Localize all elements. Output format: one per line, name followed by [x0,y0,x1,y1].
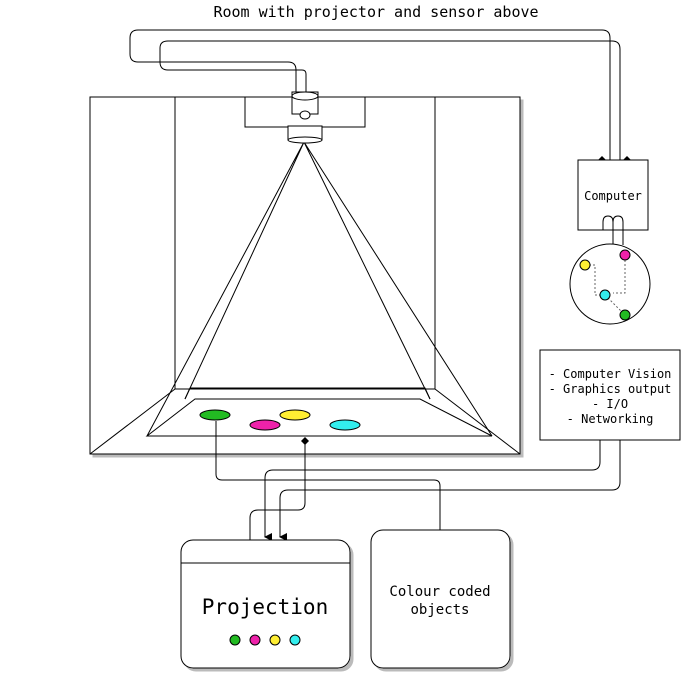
objects-feed-line [215,421,441,530]
computer-output-line-1 [264,440,601,541]
function-item: - Graphics output [549,382,672,396]
vision-dot-magenta [619,249,631,261]
computer-cable-b [612,215,624,245]
room-edge-right [434,388,521,455]
vision-link-2 [613,256,626,294]
function-item: - Computer Vision [549,367,672,381]
function-item: - Networking [567,412,654,426]
computer-box [577,159,649,231]
diagram-title: Room with projector and sensor above [213,3,538,21]
projection-dot-yellow [269,634,281,646]
computer-output-line-2 [279,440,621,541]
projector [287,125,323,144]
floor-object-green [199,409,231,421]
projector-cable [159,40,621,160]
projection-label: Projection [202,595,328,619]
room-outline [89,96,521,455]
objects-label-line2: objects [410,602,469,618]
objects-label-line1: Colour coded [389,584,490,600]
computer-label: Computer [584,189,642,203]
vision-dot-green [619,309,631,321]
floor-object-cyan [329,419,361,431]
projection-dot-magenta [249,634,261,646]
floor-object-magenta [249,419,281,431]
floor-object-yellow [279,409,311,421]
vision-circle [569,243,651,325]
floor-connector-diamond [301,437,309,445]
projector-light-cone [146,141,493,437]
function-item: - I/O [592,397,628,411]
projection-dot-cyan [289,634,301,646]
floor-projection-area [145,398,493,437]
depth-sensor [291,91,319,120]
vision-dot-cyan [599,289,611,301]
room-edge-left [89,388,176,455]
projector-feed-line [249,441,306,540]
objects-box [370,529,511,669]
functions-box [539,349,681,441]
vision-dot-yellow [579,259,591,271]
projection-dot-green [229,634,241,646]
projection-box [180,539,351,669]
sensor-cable [129,29,611,160]
